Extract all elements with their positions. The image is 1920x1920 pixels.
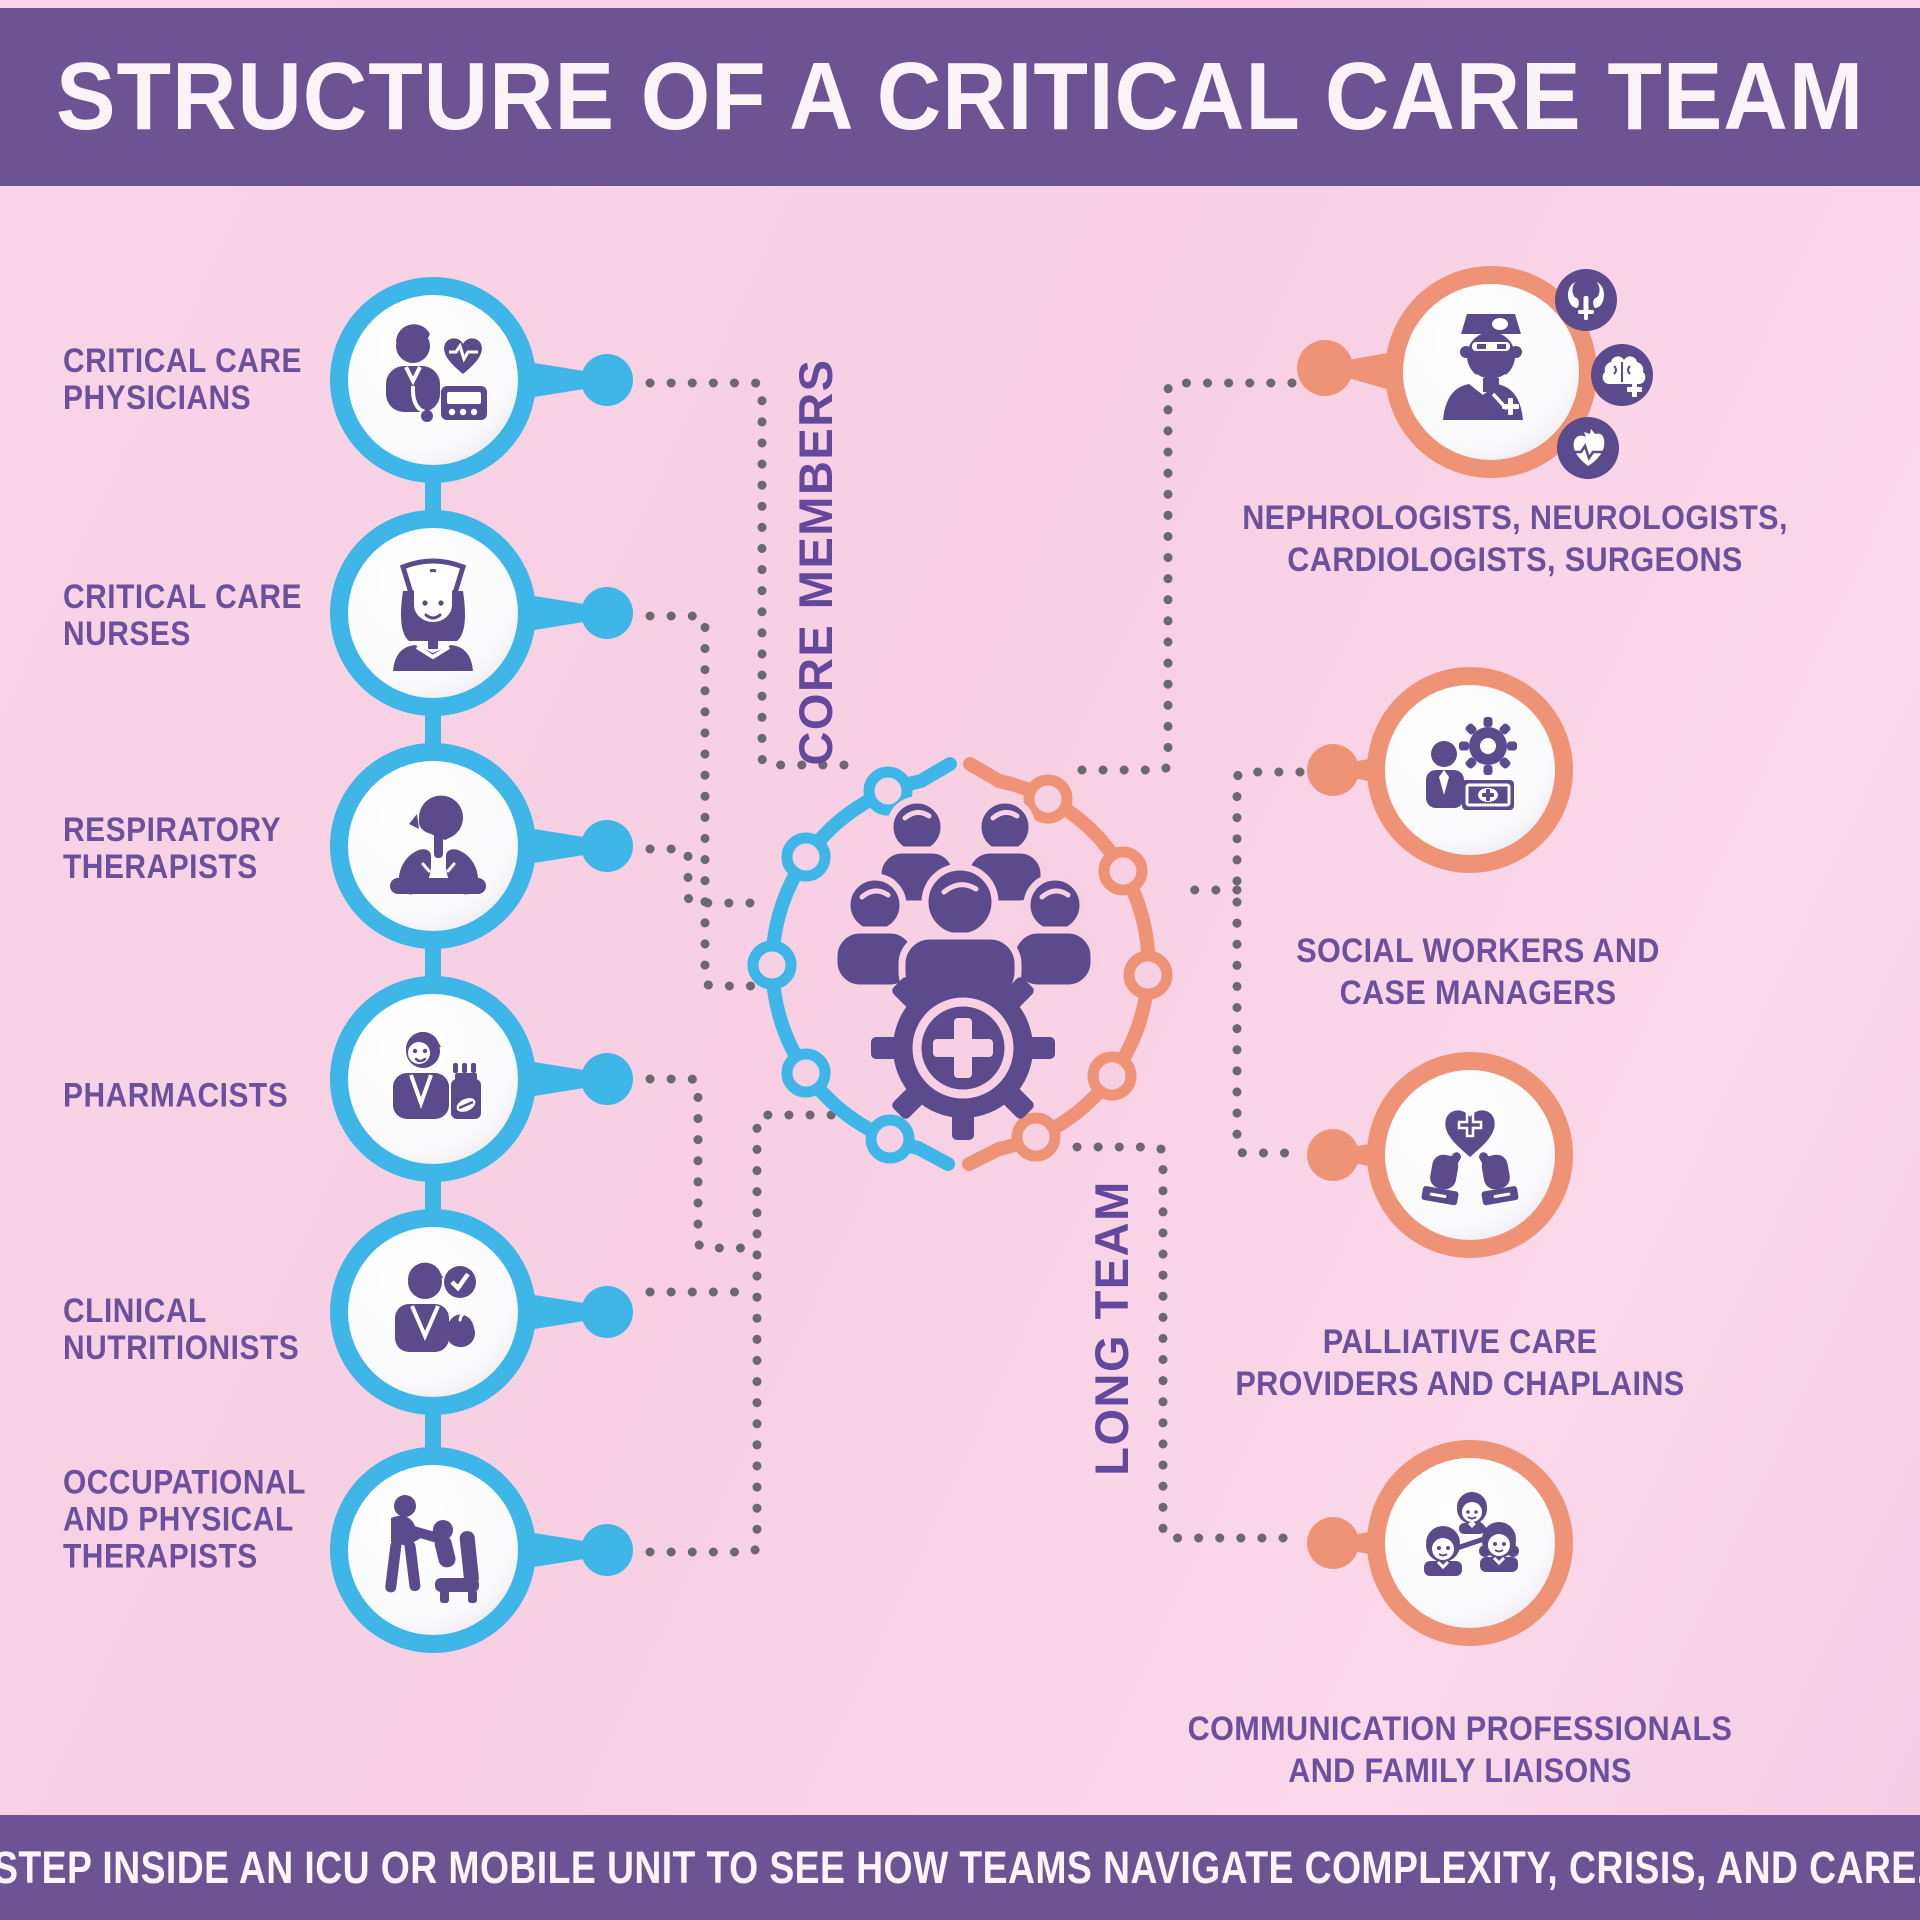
row-respiratory-therapists [330, 743, 633, 949]
row-critical-care-physicians [330, 277, 633, 483]
long-team-column [1297, 266, 1653, 1646]
label-pharmacists: PHARMACISTS [63, 1076, 289, 1115]
label-critical-care-physicians: CRITICAL CARE PHYSICIANS [63, 343, 302, 417]
row-occupational-therapists [330, 1447, 633, 1653]
brain-icon [1591, 344, 1653, 406]
label-palliative-care: PALLIATIVE CARE PROVIDERS AND CHAPLAINS [1172, 1321, 1748, 1405]
long-team-arc [962, 757, 1173, 1171]
header-bar: STRUCTURE OF A CRITICAL CARE TEAM [0, 8, 1920, 186]
label-clinical-nutritionists: CLINICAL NUTRITIONISTS [63, 1293, 299, 1367]
label-line: AND PHYSICAL [63, 1500, 294, 1539]
row-palliative-care [1307, 1052, 1573, 1258]
nutritionist-icon [395, 1262, 476, 1352]
label-line: CRITICAL CARE [63, 342, 303, 380]
row-social-workers [1307, 667, 1573, 873]
nurse-icon [393, 558, 473, 671]
label-line: CRITICAL CARE [63, 578, 303, 616]
row-specialist-physicians [1297, 266, 1653, 479]
label-social-workers: SOCIAL WORKERS AND CASE MANAGERS [1190, 930, 1766, 1014]
label-family-liaisons: COMMUNICATION PROFESSIONALS AND FAMILY L… [1172, 1708, 1748, 1792]
dotted-connectors [645, 378, 1308, 1557]
connector-respiratory [645, 844, 757, 908]
label-line: RESPIRATORY [63, 811, 282, 849]
label-line: PHYSICIANS [63, 379, 252, 417]
label-specialist-physicians: NEPHROLOGISTS, NEUROLOGISTS, CARDIOLOGIS… [1227, 497, 1803, 581]
long-team-group-label: LONG TEAM [1085, 1180, 1138, 1476]
label-line: PALLIATIVE CARE [1322, 1323, 1598, 1361]
palliative-care-icon [1421, 1110, 1519, 1206]
label-line: NUTRITIONISTS [63, 1329, 300, 1367]
label-line: AND FAMILY LIAISONS [1288, 1752, 1632, 1790]
label-line: PHARMACISTS [63, 1076, 289, 1115]
footer-bar: STEP INSIDE AN ICU OR MOBILE UNIT TO SEE… [0, 1815, 1920, 1920]
label-line: CASE MANAGERS [1339, 974, 1617, 1012]
physical-therapy-icon [385, 1495, 479, 1603]
connector-family-liaisons [1072, 1142, 1308, 1543]
footer-tagline: STEP INSIDE AN ICU OR MOBILE UNIT TO SEE… [0, 1841, 1920, 1893]
row-critical-care-nurses [330, 510, 633, 716]
connector-surgeons [1077, 378, 1297, 775]
gear-cross-icon [871, 956, 1055, 1140]
core-members-arc [747, 757, 957, 1171]
label-line: NEPHROLOGISTS, NEUROLOGISTS, [1242, 499, 1788, 537]
page-title: STRUCTURE OF A CRITICAL CARE TEAM [56, 43, 1864, 150]
label-critical-care-nurses: CRITICAL CARE NURSES [63, 579, 302, 653]
core-members-group-label: CORE MEMBERS [789, 358, 842, 766]
label-respiratory-therapists: RESPIRATORY THERAPISTS [63, 812, 281, 886]
surgeon-icon [1443, 314, 1523, 420]
lungs-icon [390, 795, 486, 895]
pharmacist-icon [393, 1031, 481, 1119]
label-line: PROVIDERS AND CHAPLAINS [1235, 1365, 1685, 1403]
row-pharmacists [330, 976, 633, 1182]
connector-social-workers [1232, 767, 1308, 1158]
label-line: COMMUNICATION PROFESSIONALS [1187, 1710, 1733, 1748]
label-line: THERAPISTS [63, 848, 258, 886]
label-line: SOCIAL WORKERS AND [1296, 932, 1660, 970]
connector-occupational-trunk [645, 1110, 838, 1557]
row-family-liaisons [1307, 1440, 1573, 1646]
connector-pharmacists [645, 1074, 755, 1253]
label-line: CARDIOLOGISTS, SURGEONS [1287, 541, 1743, 579]
kidney-icon [1555, 269, 1617, 331]
family-liaison-icon [1424, 1492, 1519, 1576]
row-clinical-nutritionists [330, 1209, 633, 1415]
label-line: CLINICAL [63, 1292, 207, 1330]
label-occupational-therapists: OCCUPATIONAL AND PHYSICAL THERAPISTS [63, 1463, 306, 1576]
label-line: OCCUPATIONAL [63, 1463, 306, 1502]
social-worker-icon [1426, 717, 1517, 810]
physician-icon [386, 324, 487, 422]
heart-icon [1557, 417, 1619, 479]
label-line: NURSES [63, 615, 191, 653]
connector-nurses [645, 611, 785, 991]
label-line: THERAPISTS [63, 1537, 258, 1576]
connector-physicians [645, 378, 850, 770]
care-team-gear-icon [830, 796, 1098, 1140]
core-members-column [330, 277, 633, 1653]
